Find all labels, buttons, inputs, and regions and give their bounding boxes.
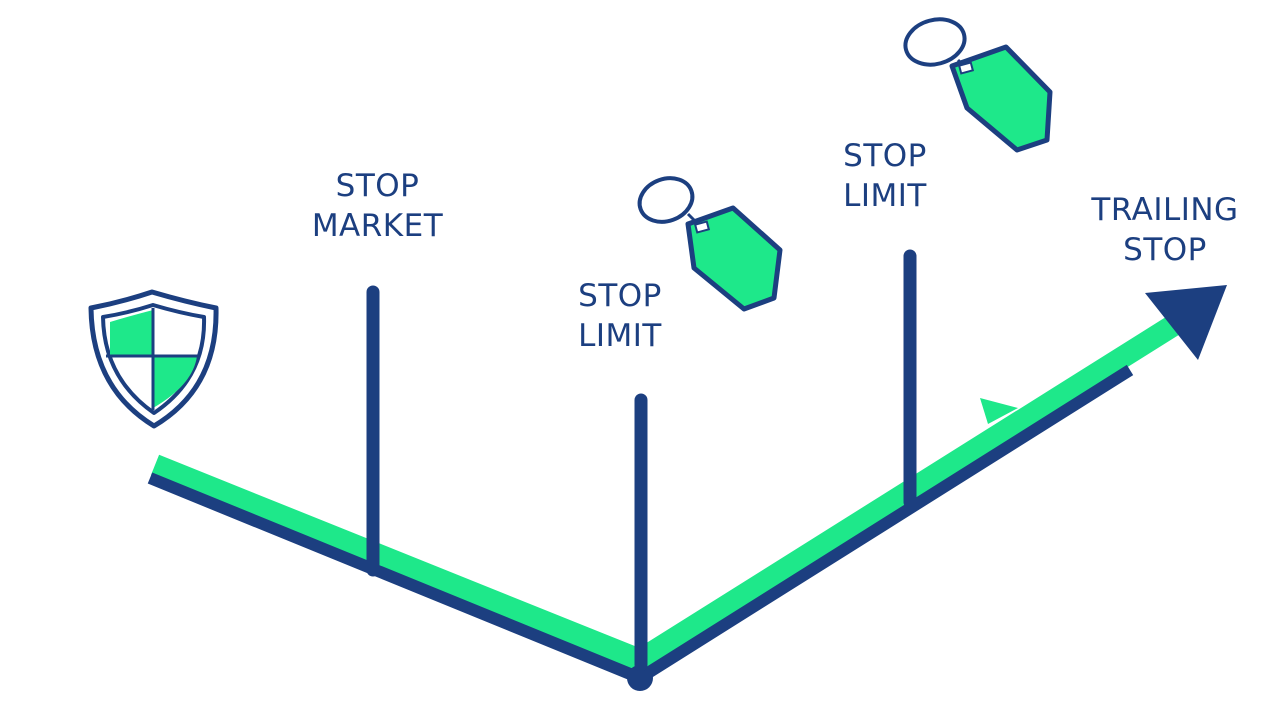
stop-limit-label-2: STOP LIMIT (810, 136, 960, 216)
price-tag-icon (903, 17, 1053, 153)
green-line-notch (980, 398, 1018, 424)
trailing-stop-label-line-2: STOP (1123, 232, 1207, 268)
stop-market-label-line-1: STOP (335, 168, 420, 204)
green-price-line (150, 308, 1191, 671)
stop-limit-1-label-line-2: LIMIT (578, 318, 662, 354)
stop-limit-label-1: STOP LIMIT (545, 276, 695, 356)
shield-icon (88, 289, 219, 429)
arrow-head-icon (1145, 285, 1227, 360)
stop-limit-2-label-line-2: LIMIT (843, 178, 927, 214)
trailing-stop-label-line-1: TRAILING (1091, 192, 1239, 228)
price-low-point (627, 665, 653, 691)
stop-market-label-line-2: MARKET (311, 208, 444, 244)
price-tag-icon (637, 176, 783, 312)
stop-limit-1-label-line-1: STOP (578, 278, 662, 314)
stop-market-label: STOP MARKET (290, 166, 465, 246)
stop-limit-2-label-line-1: STOP (843, 138, 927, 174)
trailing-stop-label: TRAILING STOP (1060, 190, 1270, 270)
